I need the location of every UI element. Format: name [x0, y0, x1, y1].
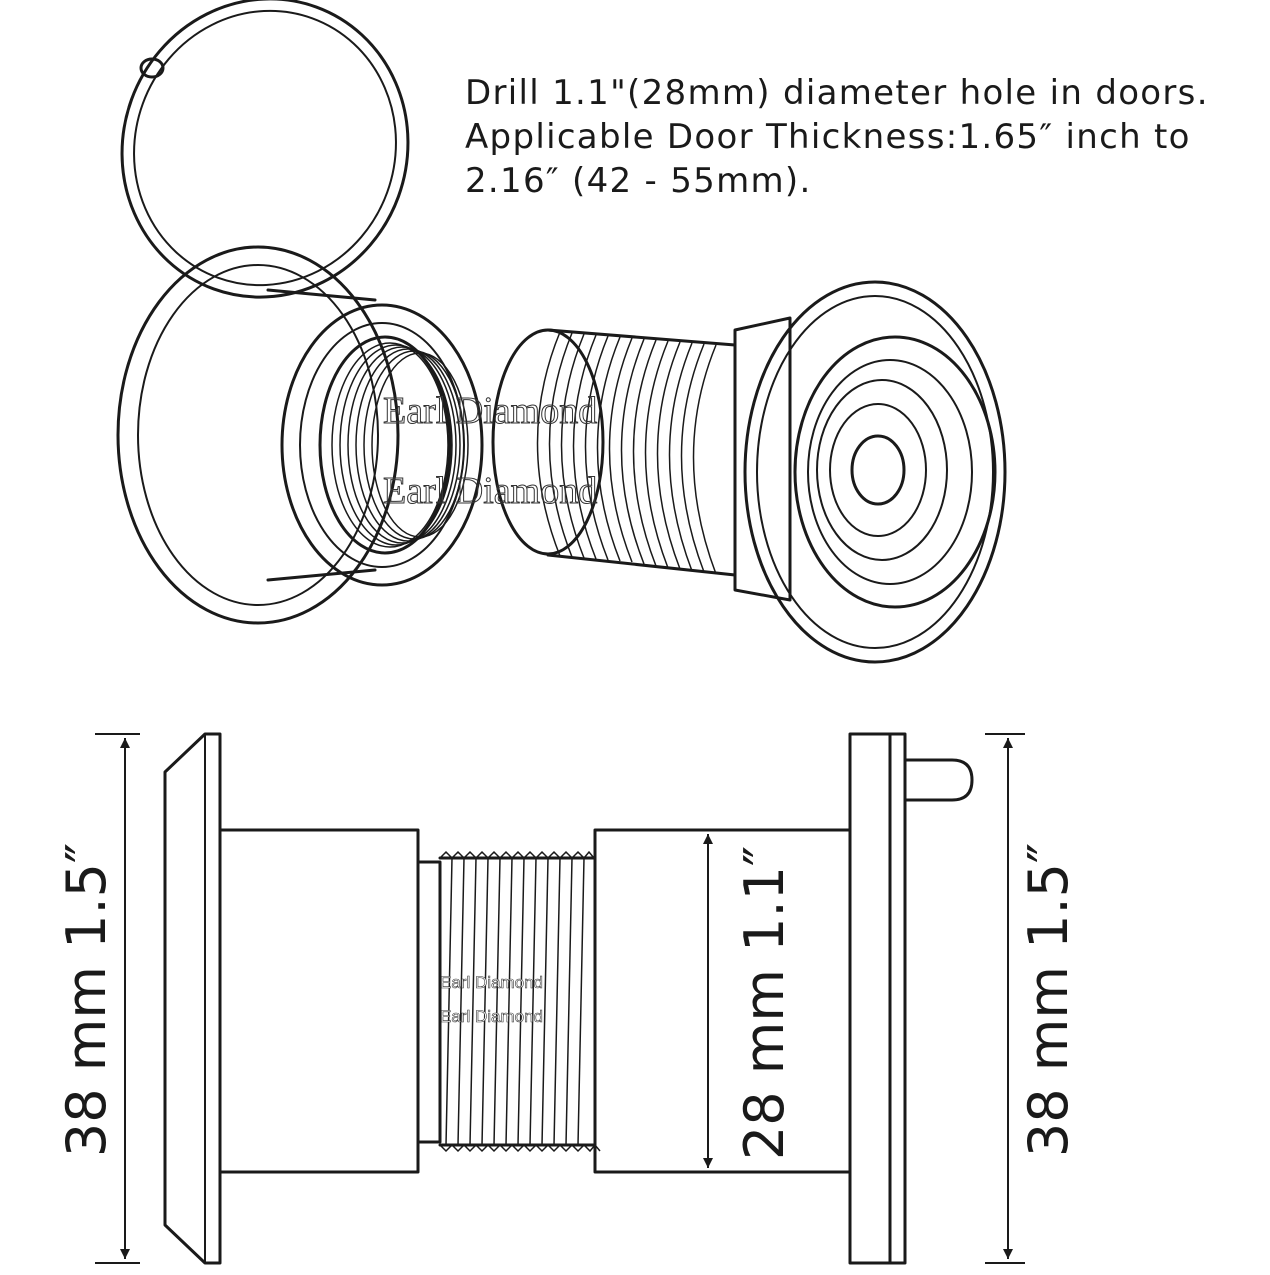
watermark-top: Earl Diamond Earl Diamond — [383, 390, 598, 513]
privacy-cover — [120, 0, 410, 299]
instruction-line-3: 2.16″ (42 - 55mm). — [465, 161, 812, 201]
cover-knob — [903, 758, 974, 802]
dimension-right-label: 38 mm 1.5″ — [1017, 843, 1080, 1157]
watermark-text: Earl Diamond — [440, 1007, 543, 1026]
outer-lens-head — [733, 280, 1007, 664]
barrel-threads — [536, 331, 717, 575]
side-right-flange — [848, 732, 974, 1265]
dimension-center-label: 28 mm 1.1″ — [733, 846, 796, 1160]
inner-thread-rings — [331, 342, 469, 548]
side-thread-lines — [445, 857, 585, 1146]
inner-sleeve — [116, 245, 484, 625]
watermark-text: Earl Diamond — [440, 973, 543, 992]
installation-instructions: Drill 1.1"(28mm) diameter hole in doors.… — [465, 73, 1209, 201]
instruction-line-2: Applicable Door Thickness:1.65″ inch to — [465, 117, 1191, 157]
instruction-line-1: Drill 1.1"(28mm) diameter hole in doors. — [465, 73, 1209, 113]
side-left-flange — [163, 732, 222, 1265]
watermark-text: Earl Diamond — [383, 390, 597, 432]
side-left-sleeve — [218, 828, 420, 1174]
threaded-barrel — [491, 328, 737, 577]
dimension-left-label: 38 mm 1.5″ — [55, 843, 118, 1157]
side-threaded-section: Earl Diamond Earl Diamond — [416, 850, 601, 1153]
side-right-sleeve: 28 mm 1.1″ — [593, 828, 852, 1174]
watermark-text: Earl Diamond — [383, 470, 597, 512]
dimension-left: 38 mm 1.5″ — [55, 733, 140, 1264]
dimension-right: 38 mm 1.5″ — [985, 733, 1080, 1264]
